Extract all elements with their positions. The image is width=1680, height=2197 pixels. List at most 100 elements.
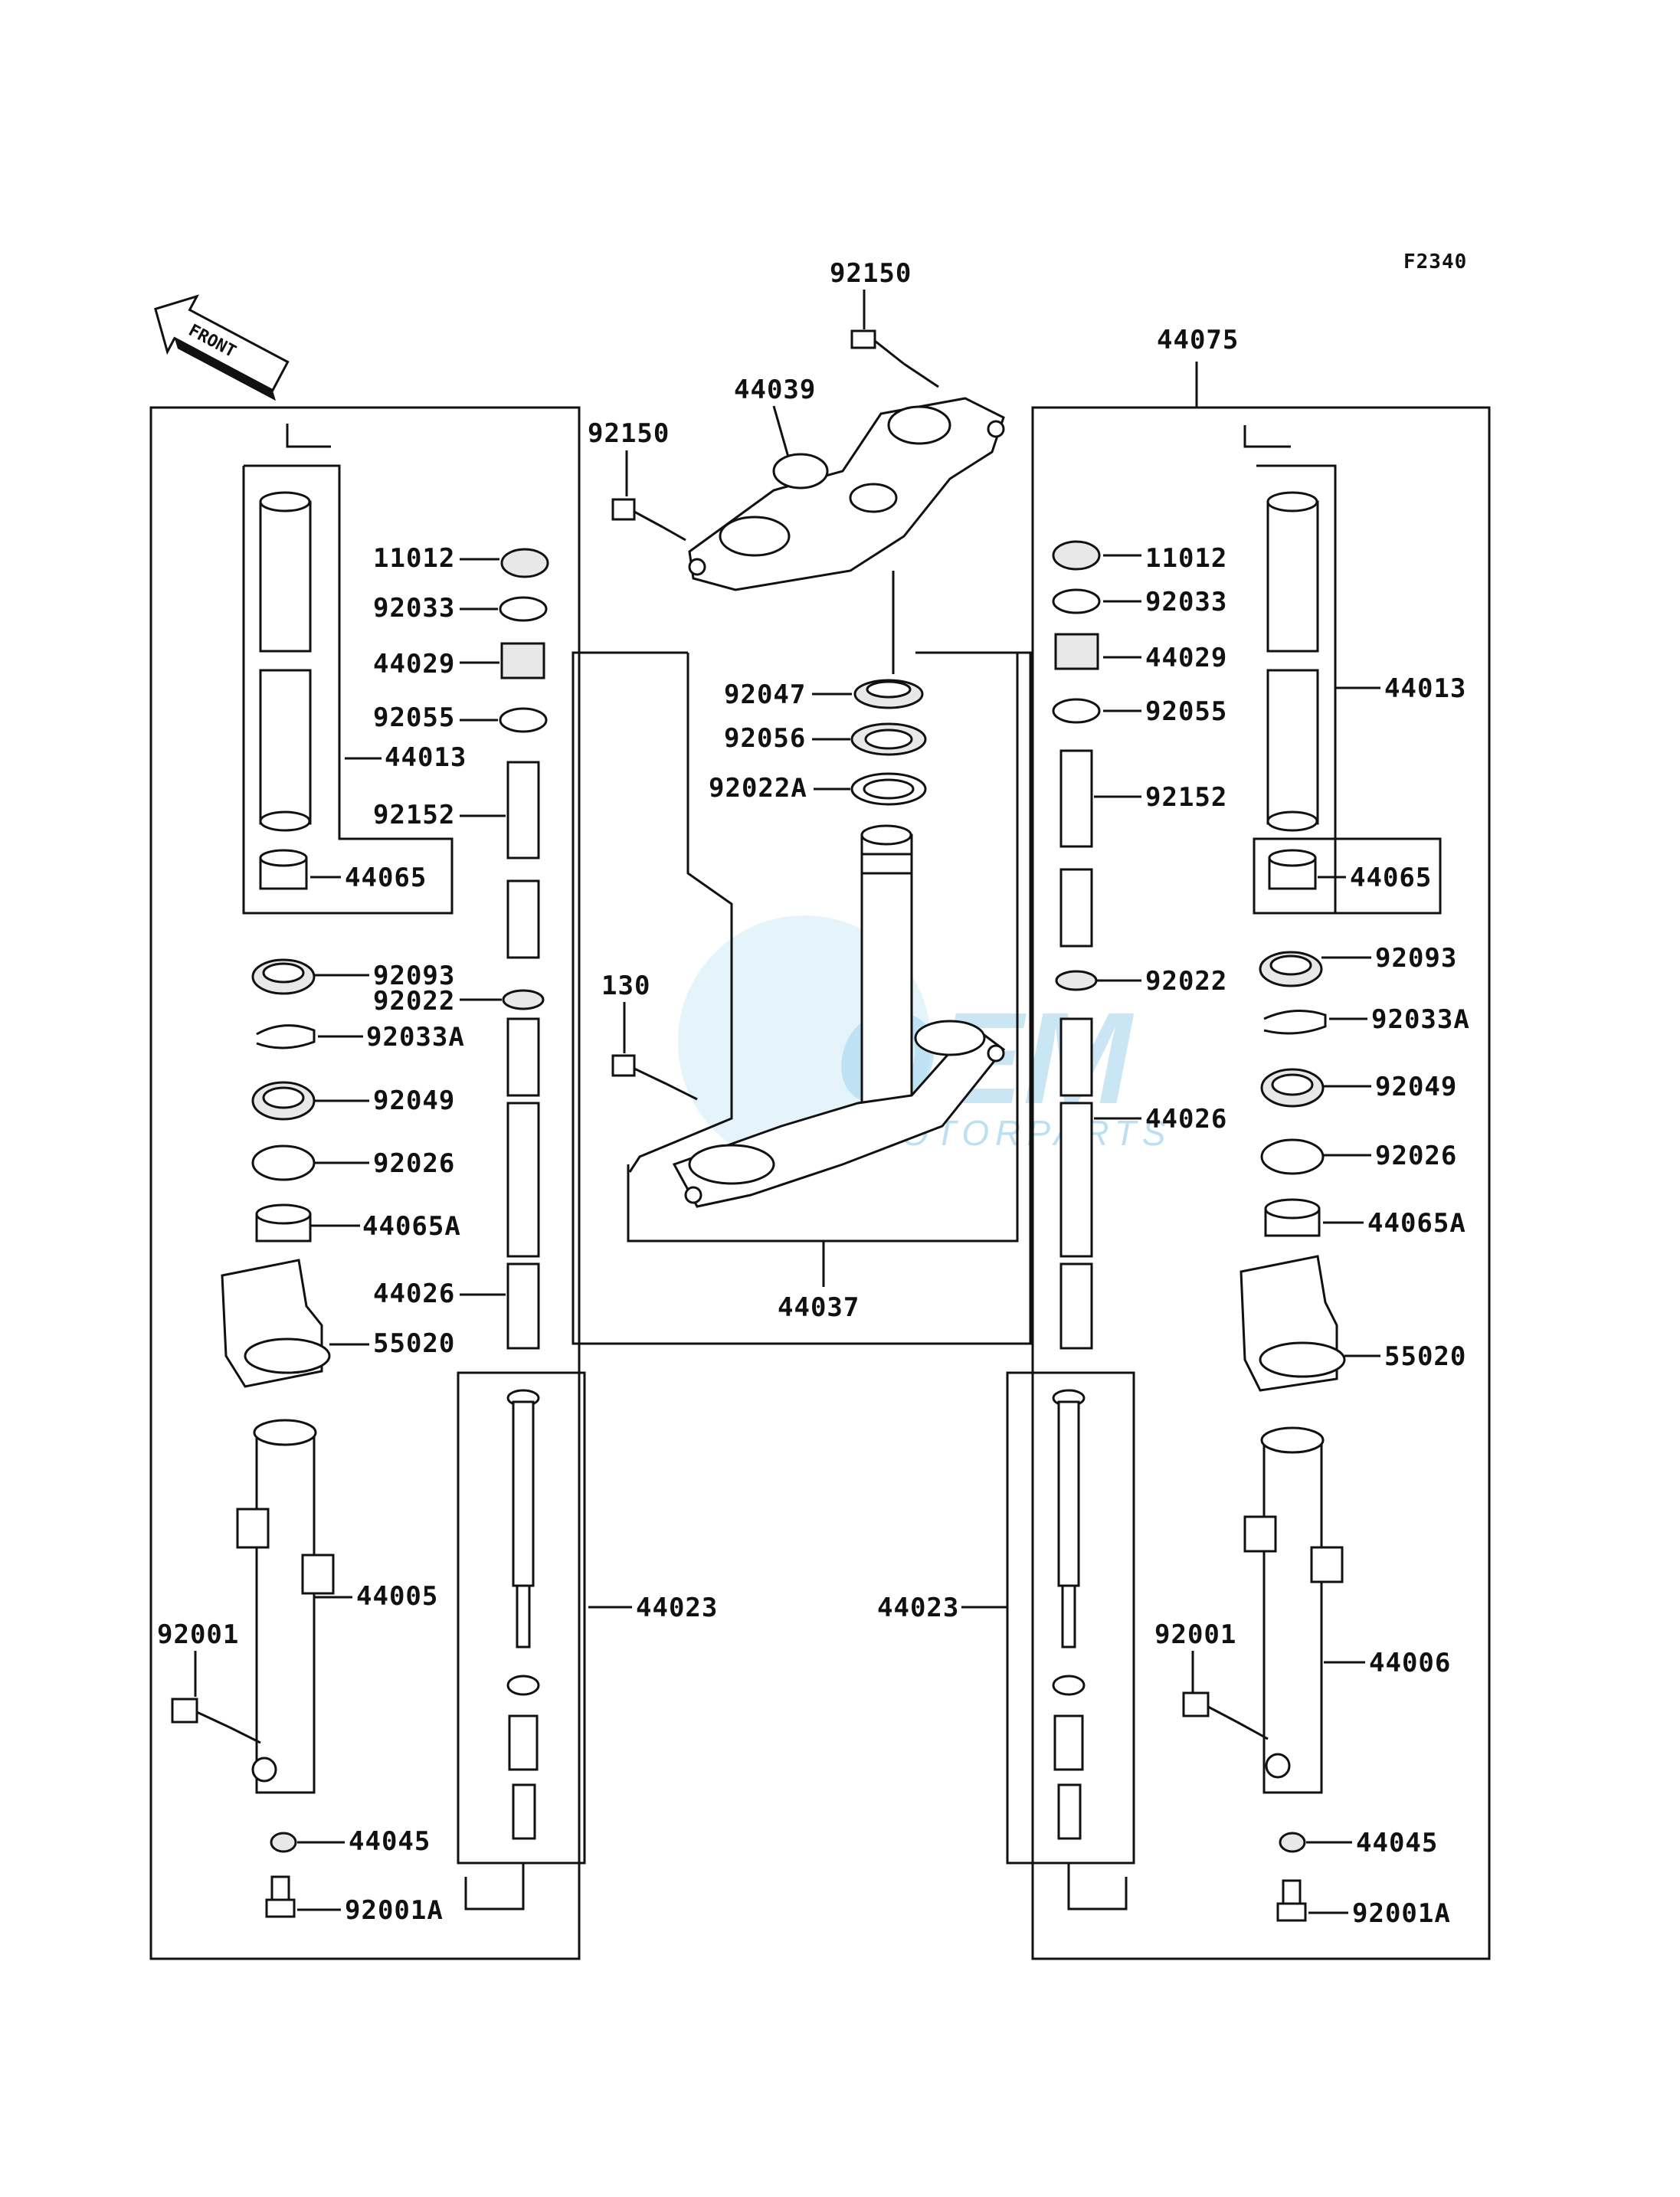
left-washer-44045 (270, 1832, 297, 1853)
left-guard-55020 (221, 1259, 331, 1388)
front-arrow-icon: FRONT (154, 294, 290, 401)
under-bracket-frame (627, 651, 1019, 1243)
label-r-92055: 92055 (1145, 696, 1227, 727)
label-92022A: 92022A (709, 773, 807, 804)
left-spacer-92152 (506, 761, 540, 959)
label-r-11012: 11012 (1145, 543, 1227, 574)
left-plug-44029 (500, 642, 545, 679)
label-r-92026: 92026 (1375, 1141, 1457, 1171)
label-l-92001: 92001 (157, 1619, 239, 1650)
left-damper-rod-44023 (506, 1389, 540, 1840)
right-guard-55020 (1240, 1255, 1346, 1392)
right-inner-tube-frame (1254, 466, 1442, 915)
left-oring-92055 (499, 707, 548, 733)
right-oring-92055 (1052, 698, 1101, 724)
label-l-92093: 92093 (373, 961, 455, 991)
under-bracket-44037 (672, 824, 1006, 1208)
left-washer-92022 (502, 989, 545, 1010)
left-inner-tube-44013 (259, 491, 312, 832)
label-92150-top: 92150 (830, 258, 912, 289)
left-damper-frame (457, 1371, 586, 1865)
washer-92022A (850, 772, 927, 806)
center-inner-frame (628, 653, 733, 1173)
right-washer-92026 (1260, 1138, 1325, 1175)
right-bushing-44065A (1264, 1198, 1321, 1237)
right-outer-tube-44006 (1243, 1426, 1344, 1794)
left-dust-seal-92093 (251, 958, 316, 995)
right-bushing-44065 (1268, 849, 1317, 890)
label-l-11012: 11012 (373, 543, 455, 574)
label-l-44023: 44023 (636, 1593, 718, 1623)
right-plug-44029 (1054, 633, 1099, 670)
label-r-92033A: 92033A (1371, 1004, 1470, 1035)
right-inner-tube-44013 (1266, 491, 1319, 832)
label-l-92152: 92152 (373, 800, 455, 830)
right-ring-92033 (1052, 588, 1101, 614)
bearing-92056 (850, 722, 927, 756)
label-44037: 44037 (778, 1292, 860, 1323)
label-r-44026: 44026 (1145, 1104, 1227, 1135)
figure-code: F2340 (1403, 250, 1467, 273)
left-drain-bolt-92001A (265, 1875, 296, 1918)
label-l-92001A: 92001A (345, 1895, 444, 1926)
label-r-44013: 44013 (1384, 673, 1466, 704)
bolt-92150-top (850, 329, 939, 388)
label-l-92049: 92049 (373, 1085, 455, 1116)
label-r-92093: 92093 (1375, 943, 1457, 974)
right-spring-44026 (1059, 1017, 1093, 1350)
left-bushing-44065 (259, 849, 308, 890)
label-r-44045: 44045 (1356, 1828, 1438, 1858)
label-44039: 44039 (734, 375, 816, 405)
label-44075: 44075 (1157, 325, 1239, 355)
right-circlip-92033A (1263, 1010, 1327, 1035)
right-oil-seal-92049 (1260, 1068, 1325, 1108)
left-axle-bolt-92001 (171, 1698, 261, 1744)
bolt-130 (611, 1054, 698, 1101)
right-washer-92022 (1055, 970, 1098, 991)
label-r-92152: 92152 (1145, 782, 1227, 813)
left-cap-11012 (500, 548, 549, 578)
right-damper-rod-44023 (1052, 1389, 1086, 1840)
label-l-44029: 44029 (373, 649, 455, 679)
label-l-92055: 92055 (373, 702, 455, 733)
label-l-92033: 92033 (373, 593, 455, 624)
label-r-55020: 55020 (1384, 1341, 1466, 1372)
label-l-44065: 44065 (345, 863, 427, 893)
label-l-92026: 92026 (373, 1148, 455, 1179)
left-circlip-92033A (256, 1024, 316, 1049)
label-r-92001: 92001 (1154, 1619, 1236, 1650)
right-dust-seal-92093 (1259, 951, 1323, 987)
right-axle-bolt-92001 (1182, 1691, 1269, 1740)
upper-bracket-44039 (688, 397, 1005, 591)
label-l-92022: 92022 (373, 986, 455, 1017)
right-cap-11012 (1052, 540, 1101, 571)
label-l-44013: 44013 (385, 742, 467, 773)
bolt-92150-left (611, 498, 686, 542)
label-r-92001A: 92001A (1352, 1898, 1451, 1929)
label-r-44006: 44006 (1369, 1648, 1451, 1678)
right-drain-bolt-92001A (1276, 1879, 1307, 1922)
label-l-55020: 55020 (373, 1328, 455, 1359)
label-92150-left: 92150 (588, 418, 670, 449)
label-l-44065A: 44065A (362, 1211, 461, 1242)
label-r-44023: 44023 (877, 1593, 959, 1623)
seal-92047 (853, 679, 924, 709)
left-fork-frame (149, 406, 581, 1960)
label-r-92022: 92022 (1145, 966, 1227, 997)
right-washer-44045 (1279, 1832, 1306, 1853)
label-r-44065: 44065 (1350, 863, 1432, 893)
left-oil-seal-92049 (251, 1081, 316, 1121)
label-l-44005: 44005 (356, 1581, 438, 1612)
right-damper-frame (1006, 1371, 1135, 1865)
left-ring-92033 (499, 596, 548, 622)
label-l-44045: 44045 (349, 1826, 431, 1857)
label-r-44065A: 44065A (1367, 1208, 1466, 1239)
left-inner-tube-frame (242, 464, 454, 915)
left-outer-tube-44005 (236, 1419, 335, 1794)
left-bushing-44065A (255, 1203, 312, 1243)
label-l-44026: 44026 (373, 1279, 455, 1309)
label-l-92033A: 92033A (366, 1022, 465, 1053)
right-spacer-92152 (1059, 749, 1093, 948)
label-130: 130 (601, 971, 650, 1001)
